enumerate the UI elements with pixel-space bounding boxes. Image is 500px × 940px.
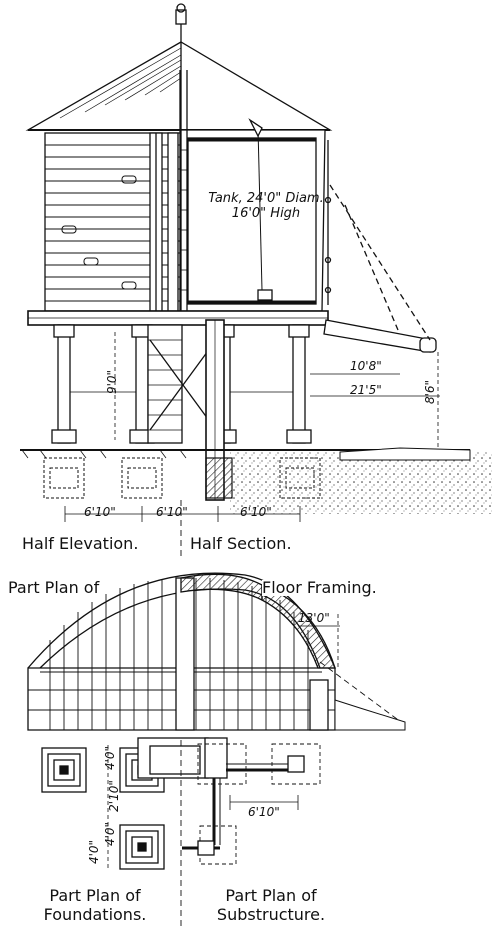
caption-substructure-line1: Part Plan of	[225, 886, 317, 905]
caption-half-elevation: Half Elevation.	[22, 534, 139, 553]
conical-roof	[25, 41, 333, 131]
foundation-plan	[41, 745, 165, 870]
roof-finial	[175, 3, 187, 42]
caption-half-section: Half Section.	[190, 534, 292, 553]
pipe-pit-wall	[205, 457, 233, 499]
tank-section	[179, 70, 332, 312]
caption-plan-floor-left: Part Plan of	[8, 578, 102, 597]
water-spout	[323, 184, 437, 353]
tank-note-line1: Tank, 24'0" Diam.	[208, 191, 324, 206]
caption-foundations-line1: Part Plan of	[49, 886, 141, 905]
footings	[43, 457, 321, 499]
dim-bay-1: 6'10"	[84, 505, 116, 519]
floor-framing-plan	[27, 572, 406, 731]
tank-note-line2: 16'0" High	[231, 205, 301, 221]
dim-spout-reach-1: 10'8"	[350, 359, 382, 373]
tank-note: Tank, 24'0" Diam. 16'0" High	[196, 191, 336, 222]
dim-plan-offset: 13'0"	[298, 611, 330, 625]
dim-leg-height: 9'0"	[105, 369, 120, 395]
caption-substructure-line2: Substructure.	[216, 905, 326, 925]
substructure-plan	[137, 737, 321, 865]
floor-platform	[27, 310, 329, 326]
dim-foundation-a: 4'0"	[103, 745, 118, 771]
dim-sub-bay: 6'10"	[248, 805, 280, 819]
support-columns	[51, 324, 312, 444]
dim-foundation-c: 4'0"	[103, 821, 118, 847]
dim-bay-3: 6'10"	[240, 505, 272, 519]
caption-plan-floor-right: Floor Framing.	[262, 578, 377, 597]
elevation-section-view	[20, 3, 492, 560]
dim-bay-2: 6'10"	[156, 505, 188, 519]
caption-foundations: Part Plan of Foundations.	[20, 886, 170, 924]
caption-substructure: Part Plan of Substructure.	[196, 886, 346, 924]
dim-foundation-d: 4'0"	[87, 839, 102, 865]
ground-line	[20, 447, 492, 514]
standpipe	[205, 319, 225, 501]
plan-views	[27, 572, 406, 930]
dim-spout-height: 8'6"	[423, 379, 438, 405]
tank-house-siding	[44, 132, 182, 312]
caption-foundations-line2: Foundations.	[43, 905, 147, 925]
dim-spout-reach-2: 21'5"	[350, 383, 382, 397]
dimension-lines-upper	[64, 332, 440, 522]
dim-foundation-b: 2'10"	[106, 780, 121, 812]
